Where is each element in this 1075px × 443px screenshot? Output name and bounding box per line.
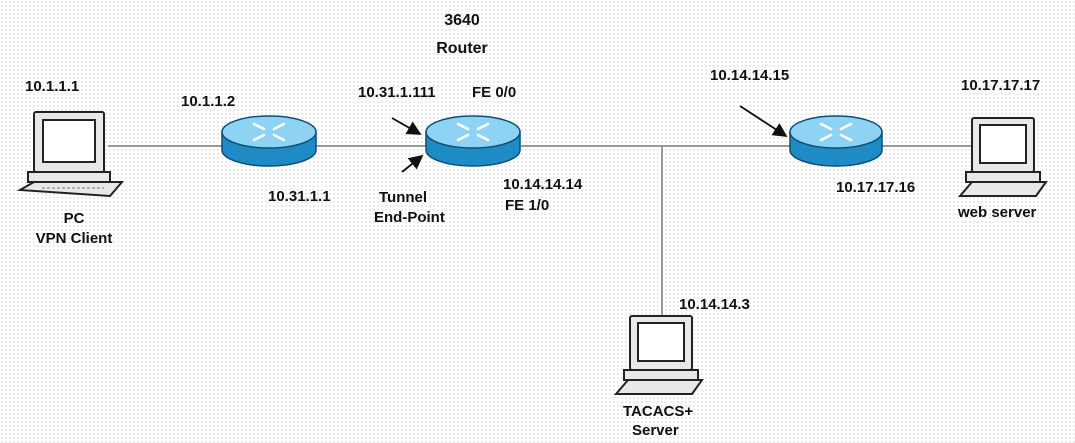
router-c-icon [789, 115, 883, 167]
router-3640-inside-ip-label: 10.14.14.14 [503, 176, 583, 193]
tunnel-endpoint-line2-label: End-Point [374, 209, 445, 226]
router-3640-outside-ip-label: 10.31.1.111 [358, 84, 436, 101]
pc-icon [16, 111, 125, 198]
router-a-lan-ip-label: 10.1.1.2 [181, 93, 236, 110]
router-3640-icon [425, 115, 521, 167]
arrow-router-c-inside [739, 105, 788, 137]
tacacs-role-label: Server [632, 422, 679, 439]
arrow-outside-interface [391, 117, 422, 135]
router-type-label: Router [436, 40, 488, 57]
pc-role-label: VPN Client [35, 230, 113, 247]
web-server-ip-label: 10.17.17.17 [961, 77, 1041, 94]
links [108, 145, 972, 318]
router-c-server-side-ip-label: 10.17.17.16 [836, 179, 916, 196]
tacacs-ip-label: 10.14.14.3 [679, 296, 750, 313]
router-model-label: 3640 [444, 12, 480, 29]
callout-arrows [391, 105, 788, 173]
web-server-icon [957, 117, 1048, 197]
router-a-wan-ip-label: 10.31.1.1 [268, 188, 331, 205]
router-a-icon [221, 115, 317, 167]
tacacs-name-label: TACACS+ [623, 403, 694, 420]
tunnel-endpoint-line1-label: Tunnel [379, 189, 428, 206]
web-server-name-label: web server [958, 204, 1037, 221]
router-c-inside-ip-label: 10.14.14.15 [710, 67, 790, 84]
tacacs-server-icon [613, 315, 704, 395]
arrow-tunnel-endpoint [401, 154, 424, 173]
pc-name-label: PC [63, 210, 85, 227]
pc-ip-label: 10.1.1.1 [25, 78, 80, 95]
router-3640-outside-iface-label: FE 0/0 [472, 84, 517, 101]
router-3640-inside-iface-label: FE 1/0 [505, 197, 550, 214]
